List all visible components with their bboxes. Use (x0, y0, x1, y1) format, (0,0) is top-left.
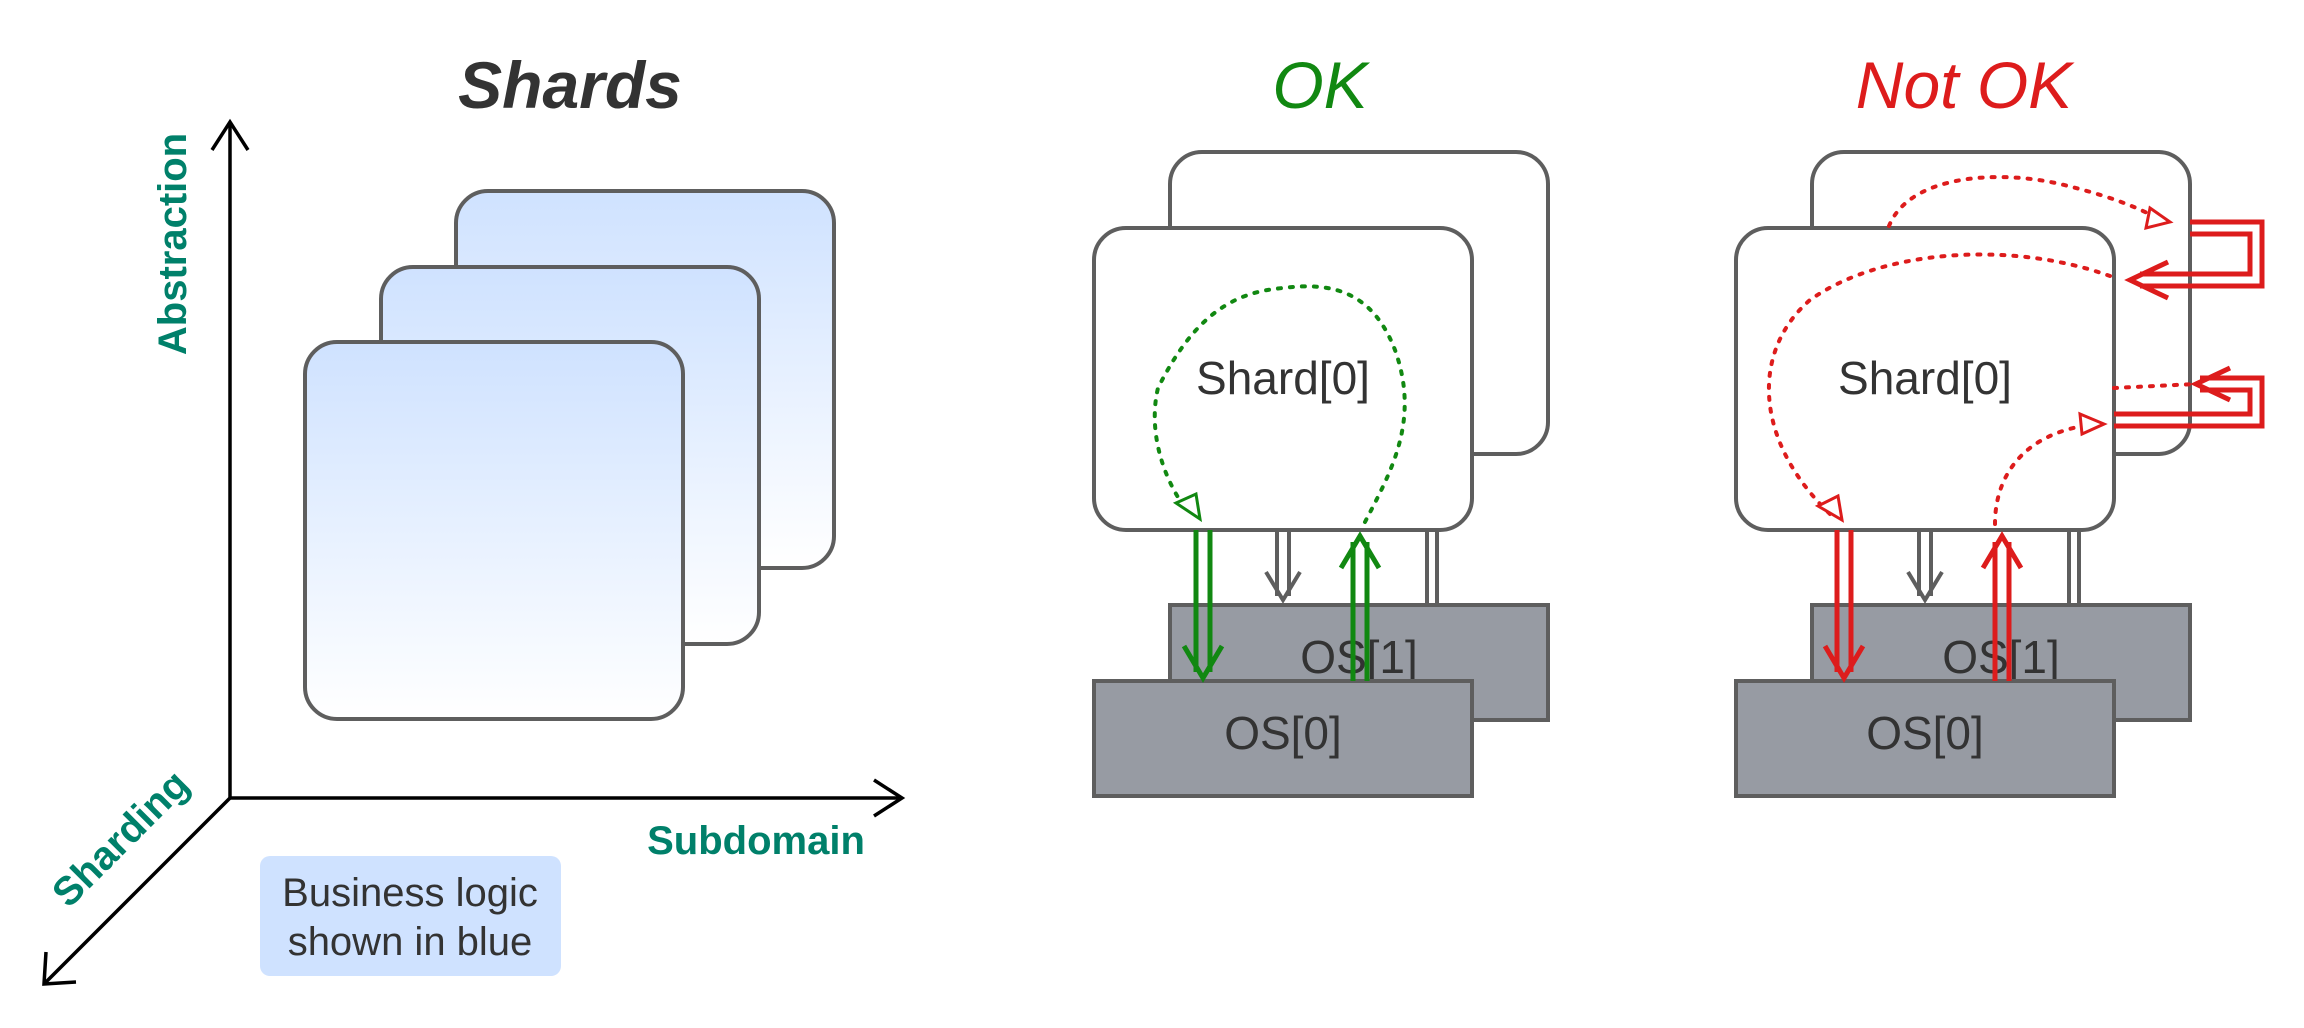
red-dotted-back-to-hook (1887, 175, 2162, 228)
not-ok-title: Not OK (1856, 48, 2075, 122)
red-up-arrow (1980, 531, 2024, 681)
shard-label: Shard[0] (1838, 352, 2012, 404)
red-down-arrow (1822, 530, 1866, 683)
legend-line-1: Business logic (282, 871, 538, 915)
axis-label-sharding: Sharding (44, 762, 198, 916)
red-hook-arrow-upper (2124, 219, 2265, 301)
green-dotted-arrowhead (1172, 491, 1203, 523)
vertical-axis-arrowhead (210, 118, 250, 151)
green-down-arrow (1181, 530, 1225, 683)
green-up-arrow (1338, 531, 1382, 681)
red-dotted-arrowhead-1 (2144, 205, 2174, 231)
os-box-front (1734, 679, 2116, 798)
shard-card-front (303, 340, 685, 721)
red-dotted-arrowhead-2 (1814, 493, 1845, 523)
diagonal-axis (42, 796, 232, 986)
shard-box-front (1734, 226, 2116, 532)
shard-label: Shard[0] (1196, 352, 1370, 404)
axis-label-subdomain: Subdomain (647, 819, 865, 863)
shard-cards (303, 189, 836, 721)
os-front-label: OS[0] (1866, 707, 1984, 759)
red-dotted-hook-to-os (1766, 252, 2112, 518)
horizontal-axis-arrowhead (873, 778, 906, 818)
shard-box-front (1092, 226, 1474, 532)
red-dotted-os-to-hook (1993, 422, 2100, 526)
red-dotted-mid (2112, 382, 2198, 390)
red-dotted-arrowhead-3 (2078, 411, 2108, 437)
os-back-label: OS[1] (1300, 631, 1418, 683)
back-shard-link (1425, 530, 1439, 605)
not-ok-panel: Not OK Shard[0] OS[1] OS[0] (1734, 48, 2265, 798)
axes (42, 118, 906, 986)
shards-panel: Shards Abstraction Subdomain Sharding Bu… (42, 48, 906, 986)
back-shard-link (2067, 530, 2081, 605)
ok-title: OK (1272, 48, 1370, 122)
legend: Business logic shown in blue (260, 856, 561, 976)
ok-panel: OK Shard[0] OS[1] OS[0] (1092, 48, 1550, 798)
red-dotted-paths (1766, 175, 2198, 526)
os-box-front (1092, 679, 1474, 798)
os-front-label: OS[0] (1224, 707, 1342, 759)
diagonal-axis-arrowhead (42, 951, 77, 986)
legend-box (260, 856, 561, 976)
shards-title: Shards (458, 48, 682, 122)
legend-line-2: shown in blue (288, 920, 533, 964)
os-back-label: OS[1] (1942, 631, 2060, 683)
gray-down-arrow (1906, 530, 1944, 604)
axis-label-abstraction: Abstraction (151, 133, 195, 355)
red-hook-arrow-lower (2114, 365, 2265, 429)
gray-down-arrow (1264, 530, 1302, 604)
